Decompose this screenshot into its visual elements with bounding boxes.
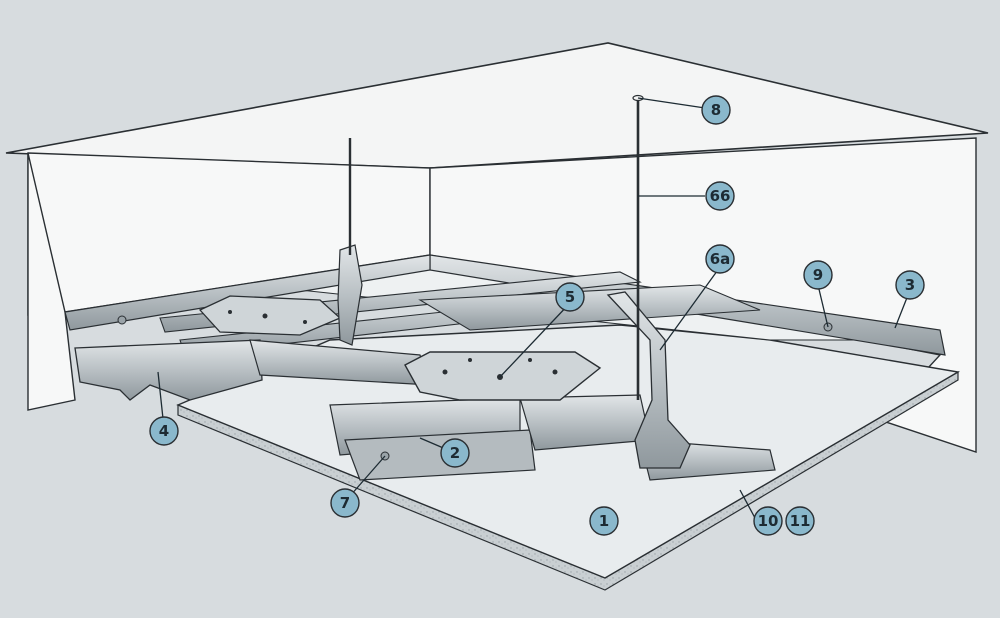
callout-11: 11 [785,506,815,536]
callout-5-label: 5 [565,288,575,306]
callout-7: 7 [330,488,360,518]
callout-8-label: 8 [711,101,721,119]
callout-6a-label: 6a [710,250,731,268]
callout-2: 2 [440,438,470,468]
callout-7-label: 7 [340,494,350,512]
callout-5: 5 [555,282,585,312]
hanger-bracket-front [606,291,691,469]
callout-6b-label: 66 [710,187,731,205]
callout-3-label: 3 [905,276,915,294]
callout-10: 10 [753,506,783,536]
callout-6b: 66 [705,181,735,211]
callout-8: 8 [701,95,731,125]
callout-11-label: 11 [790,512,811,530]
callout-2-label: 2 [450,444,460,462]
callout-4-label: 4 [159,422,169,440]
back-left-wall-face [27,152,76,411]
callout-3: 3 [895,270,925,300]
hanger-bracket-back [337,244,363,346]
callout-1: 1 [589,506,619,536]
screw-back [117,315,127,325]
leader-lines [157,97,911,519]
callout-10-label: 10 [758,512,779,530]
callout-4: 4 [149,416,179,446]
callout-1-label: 1 [599,512,609,530]
callout-9: 9 [803,260,833,290]
primary-channels [249,339,776,481]
callout-9-label: 9 [813,266,823,284]
callout-6a: 6a [705,244,735,274]
